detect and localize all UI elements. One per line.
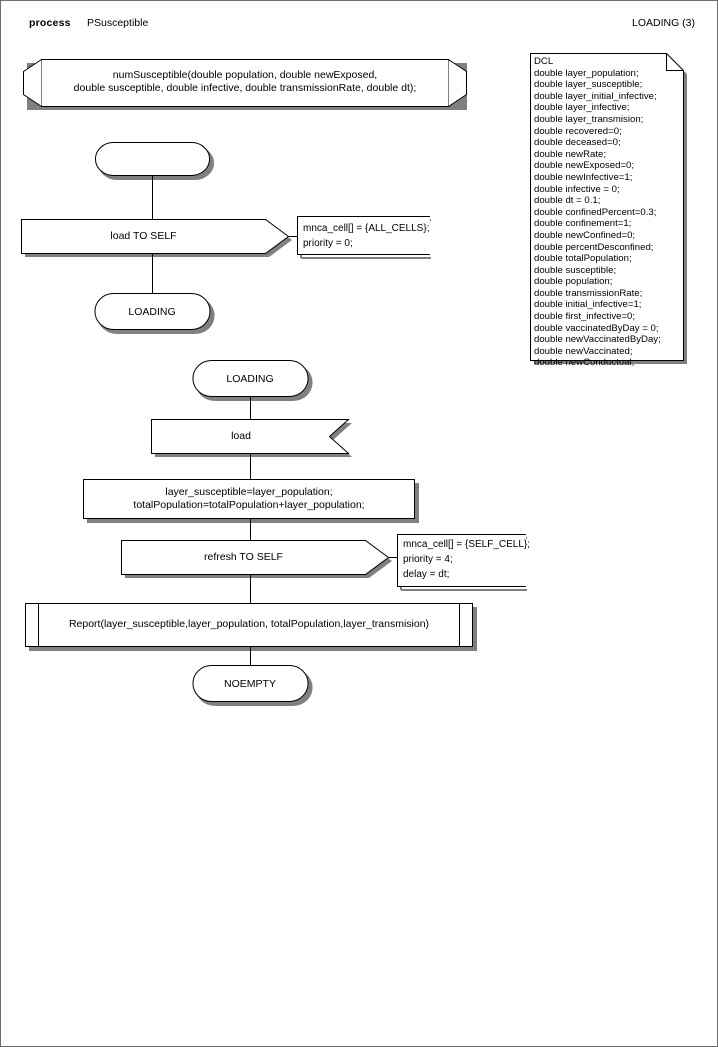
- connector-line: [250, 518, 251, 541]
- comment-leader-line: [288, 236, 299, 237]
- procedure-call-report-symbol[interactable]: [25, 603, 477, 651]
- output-load-to-self-text: load TO SELF: [110, 230, 177, 242]
- procedure-signature-symbol[interactable]: [23, 59, 471, 111]
- state-loading-2-symbol[interactable]: [192, 360, 313, 404]
- declaration-note[interactable]: [530, 53, 688, 365]
- output-load-to-self-symbol[interactable]: [21, 219, 293, 259]
- connector-line: [250, 575, 251, 604]
- comment-refresh-text: mnca_cell[] = {SELF_CELL}; priority = 4;…: [403, 539, 531, 580]
- connector-line: [250, 396, 251, 420]
- connector-line: [250, 453, 251, 480]
- diagram-name-label: PSusceptible: [87, 17, 149, 29]
- state-noempty-text: NOEMPTY: [224, 678, 276, 690]
- procedure-call-report-text: Report(layer_susceptible,layer_populatio…: [68, 618, 430, 630]
- task-assign-symbol[interactable]: [83, 479, 419, 523]
- state-noempty-symbol[interactable]: [192, 665, 313, 709]
- declaration-text: DCL double layer_population; double laye…: [534, 56, 661, 369]
- input-load-symbol[interactable]: [151, 419, 353, 459]
- state-loading-1-symbol[interactable]: [94, 293, 215, 337]
- output-refresh-to-self-text: refresh TO SELF: [204, 551, 283, 563]
- page-reference-label: LOADING (3): [631, 17, 695, 29]
- connector-line: [250, 646, 251, 666]
- start-state-symbol[interactable]: [95, 142, 215, 182]
- comment-load-symbol[interactable]: [297, 216, 431, 259]
- connector-line: [152, 253, 153, 294]
- comment-leader-line: [388, 557, 399, 558]
- output-refresh-to-self-symbol[interactable]: [121, 540, 393, 580]
- comment-load-text: mnca_cell[] = {ALL_CELLS}; priority = 0;: [303, 223, 430, 249]
- state-loading-1-text: LOADING: [128, 306, 176, 318]
- connector-line: [152, 176, 153, 220]
- diagram-kind-label: process: [29, 17, 71, 29]
- task-assign-text: layer_susceptible=layer_population; tota…: [133, 486, 365, 511]
- input-load-text: load: [231, 430, 251, 442]
- procedure-signature-text: numSusceptible(double population, double…: [73, 69, 417, 94]
- state-loading-2-text: LOADING: [226, 373, 274, 385]
- comment-refresh-symbol[interactable]: [397, 534, 527, 591]
